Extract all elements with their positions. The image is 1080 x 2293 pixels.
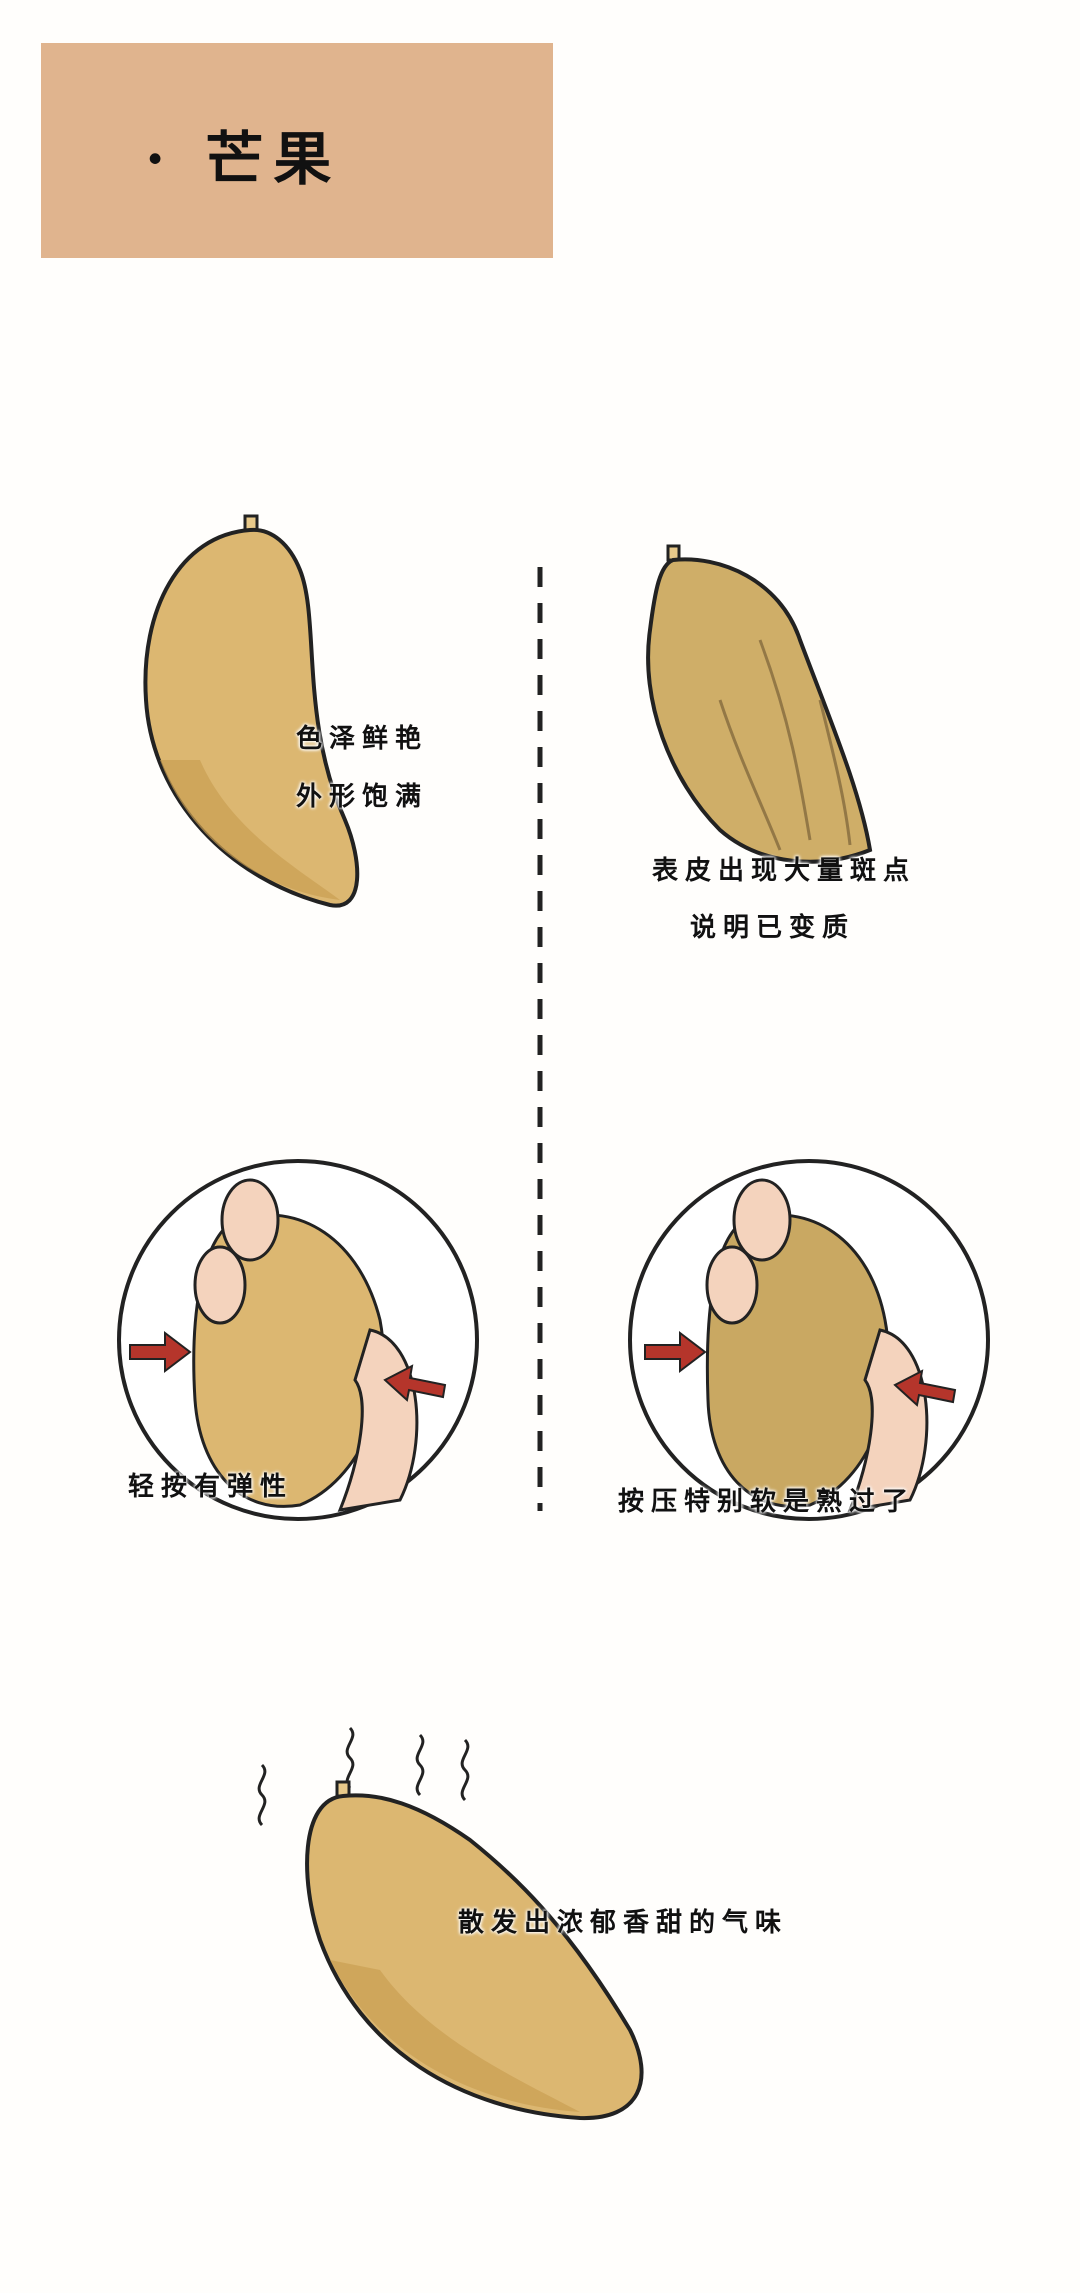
spots-label: 表皮出现大量斑点 <box>652 856 917 886</box>
fresh-shape-label: 外形饱满 <box>296 782 429 812</box>
gentle-press-illustration <box>117 1159 479 1521</box>
elastic-label: 轻按有弹性 <box>128 1472 294 1502</box>
spoiled-mango-illustration <box>646 544 873 864</box>
overripe-label: 按压特别软是熟过了 <box>618 1487 916 1517</box>
spoiled-label: 说明已变质 <box>690 913 856 943</box>
aroma-label: 散发出浓郁香甜的气味 <box>458 1908 789 1938</box>
fragrant-mango-illustration <box>257 1726 644 2121</box>
soft-press-illustration <box>628 1159 990 1521</box>
fresh-color-label: 色泽鲜艳 <box>296 724 429 754</box>
smell-lines-icon <box>257 1726 470 1827</box>
page-title: · 芒果 <box>145 125 342 193</box>
header-banner <box>41 43 553 258</box>
fresh-mango-illustration <box>143 514 360 908</box>
